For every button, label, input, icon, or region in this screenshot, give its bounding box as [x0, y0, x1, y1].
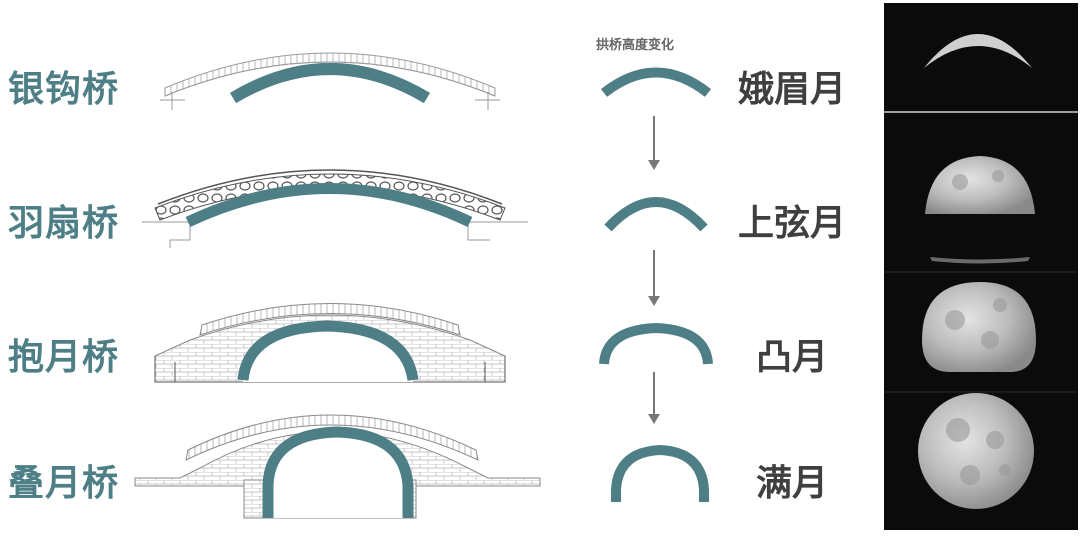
arch-opening-baoyue: [243, 326, 413, 382]
bridge-drawing-dieyue: [134, 414, 541, 519]
moon-full-icon: [918, 393, 1034, 509]
arch-icon-4: [611, 444, 709, 502]
phase-label-crescent: 娥眉月: [738, 69, 847, 110]
moon-gibbous-icon: [922, 282, 1036, 372]
arch-icon-3: [599, 322, 713, 365]
arch-height-caption: 拱桥高度变化: [596, 38, 675, 53]
arch-highlight-baoyue: [237, 320, 419, 381]
down-arrow-icon: [648, 116, 660, 170]
bridge-drawing-yingou: [160, 52, 500, 110]
bridge-label-yushan: 羽扇桥: [8, 203, 120, 244]
phase-label-gibbous: 凸月: [756, 337, 829, 378]
arch-icon-2: [604, 197, 708, 232]
arch-highlight-dieyue: [262, 426, 414, 518]
bridge-label-baoyue: 抱月桥: [8, 337, 120, 378]
bridge-drawing-yushan: [142, 169, 528, 248]
arch-highlight-yingou: [229, 63, 431, 104]
arch-highlight-yushan: [185, 183, 473, 227]
arch-icon-1: [600, 67, 712, 97]
bridge-label-dieyue: 叠月桥: [8, 463, 120, 504]
phase-label-quarter: 上弦月: [738, 203, 847, 244]
arch-opening-dieyue: [268, 432, 408, 518]
down-arrow-icon: [648, 250, 660, 306]
bridge-label-yingou: 银钩桥: [8, 69, 120, 110]
moon-half-icon: [925, 156, 1035, 214]
bridge-drawing-baoyue: [154, 303, 506, 383]
moon-crescent-icon: [924, 34, 1032, 68]
down-arrow-icon: [648, 372, 660, 424]
phase-label-full: 满月: [756, 463, 829, 504]
